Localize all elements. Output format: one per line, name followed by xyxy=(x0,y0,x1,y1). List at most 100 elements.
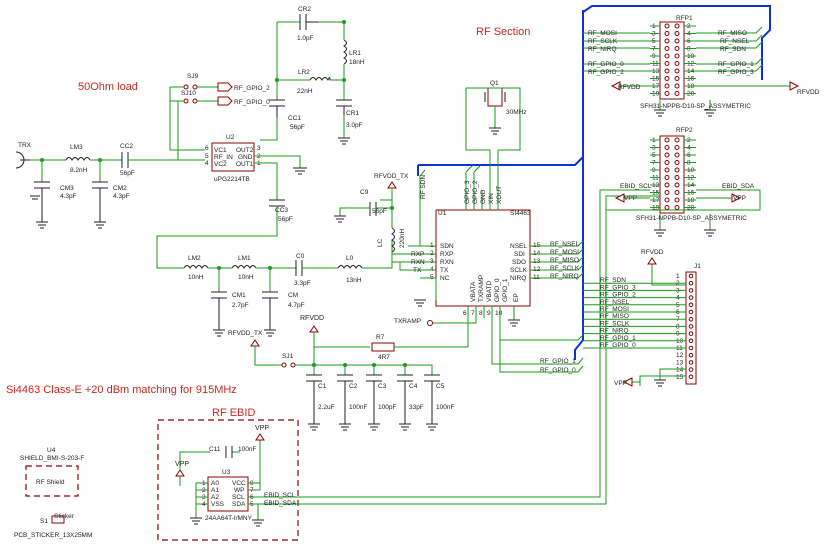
header-pin xyxy=(664,61,670,66)
supply-decoupling: RFVDD R7 4R7 RFVDD_TX SJ1 C1 2.2uF C2 10… xyxy=(228,315,468,431)
svg-text:OUT1: OUT1 xyxy=(236,161,254,168)
header-pin xyxy=(664,46,670,51)
svg-text:RF_GPIO_2: RF_GPIO_2 xyxy=(588,69,624,76)
svg-text:RFVDD: RFVDD xyxy=(618,84,641,91)
svg-text:RF_NIRQ: RF_NIRQ xyxy=(550,273,579,280)
svg-text:1.0pF: 1.0pF xyxy=(297,35,314,42)
svg-text:RF_NSEL: RF_NSEL xyxy=(550,241,580,248)
net-label: RF_GPIO_0 xyxy=(600,342,636,349)
header-pin xyxy=(674,23,680,29)
svg-text:uPG2214TB: uPG2214TB xyxy=(214,176,250,183)
svg-text:33pF: 33pF xyxy=(409,404,424,411)
svg-text:SI4463: SI4463 xyxy=(510,210,531,217)
connector-pin xyxy=(688,288,694,293)
connector-pin xyxy=(688,338,694,344)
svg-text:4R7: 4R7 xyxy=(378,354,390,361)
svg-text:RFP2: RFP2 xyxy=(676,127,693,134)
svg-text:100nF: 100nF xyxy=(349,404,367,411)
svg-text:RF_SDN: RF_SDN xyxy=(720,46,746,53)
svg-text:CC3: CC3 xyxy=(275,207,288,214)
svg-text:U3: U3 xyxy=(222,469,231,476)
connector-pin xyxy=(688,316,694,322)
svg-text:RF_MISO: RF_MISO xyxy=(550,257,579,264)
svg-text:Sticker: Sticker xyxy=(54,513,75,520)
svg-text:SCLK: SCLK xyxy=(510,267,528,274)
svg-text:EBID_SDA: EBID_SDA xyxy=(264,500,297,507)
svg-text:4.7pF: 4.7pF xyxy=(288,302,305,309)
header-pin xyxy=(674,197,680,203)
solder-jumpers-top: SJ9 SJ10 RF_GPIO_2 RF_GPIO_0 xyxy=(169,73,270,161)
svg-text:RF_SCLK: RF_SCLK xyxy=(588,38,618,45)
svg-text:C3: C3 xyxy=(378,383,387,390)
connector-pin xyxy=(688,280,694,286)
header-pin xyxy=(674,145,680,150)
svg-text:56pF: 56pF xyxy=(290,124,305,131)
svg-text:TXRAMP: TXRAMP xyxy=(394,318,421,325)
svg-text:RF_GPIO_0: RF_GPIO_0 xyxy=(540,367,576,374)
svg-text:C2: C2 xyxy=(349,383,358,390)
pin-number: 12 xyxy=(676,352,684,359)
connector-pin xyxy=(688,367,694,372)
net-label: RF_GPIO_1 xyxy=(600,335,636,342)
connector-pin xyxy=(688,302,694,308)
header-pin xyxy=(664,91,670,96)
svg-text:LR2: LR2 xyxy=(298,69,310,76)
svg-text:C9: C9 xyxy=(360,189,369,196)
svg-text:SHIELD_BMI-S-203-F: SHIELD_BMI-S-203-F xyxy=(20,455,84,462)
connector-pin xyxy=(688,331,694,336)
svg-text:3.0pF: 3.0pF xyxy=(346,122,363,129)
svg-text:RFVDD: RFVDD xyxy=(641,249,664,256)
svg-text:SJ10: SJ10 xyxy=(181,90,196,97)
svg-text:22nH: 22nH xyxy=(297,88,313,95)
svg-text:PCB_STICKER_13X25MM: PCB_STICKER_13X25MM xyxy=(14,532,92,539)
svg-text:CC2: CC2 xyxy=(120,143,133,150)
svg-text:RF_GPIO_0: RF_GPIO_0 xyxy=(234,99,270,106)
svg-text:SCL: SCL xyxy=(232,494,245,501)
header-pin xyxy=(664,31,670,36)
svg-text:24AA64T-I/MNY: 24AA64T-I/MNY xyxy=(205,515,253,522)
svg-text:VBATD: VBATD xyxy=(486,281,493,302)
top-matching-network: CR2 1.0pF LR1 18nH LR2 22nH CR1 3.0pF CC… xyxy=(260,6,365,145)
header-pin xyxy=(674,61,680,66)
svg-text:SFH31-NPPB-D10-SP_ASSYMETRIC: SFH31-NPPB-D10-SP_ASSYMETRIC xyxy=(640,103,751,110)
svg-text:13nH: 13nH xyxy=(346,277,362,284)
svg-text:RF_SCLK: RF_SCLK xyxy=(550,265,580,272)
svg-text:5: 5 xyxy=(205,153,209,160)
u2-rf-switch: U2 uPG2214TB VC1 RF_IN VC2 OUT2 GND OUT1… xyxy=(205,134,307,200)
header-pin xyxy=(664,197,670,203)
svg-text:10: 10 xyxy=(495,310,503,317)
header-pin xyxy=(664,190,670,195)
header-pin xyxy=(664,152,670,158)
svg-text:C1: C1 xyxy=(318,383,327,390)
header-pin xyxy=(674,160,680,165)
svg-text:TXRAMP: TXRAMP xyxy=(478,275,485,302)
header-pin xyxy=(674,68,680,74)
svg-text:VPP: VPP xyxy=(624,195,637,202)
connector-pin xyxy=(688,273,694,279)
svg-text:TRX: TRX xyxy=(18,142,32,149)
svg-text:CC1: CC1 xyxy=(288,115,301,122)
svg-text:EBID_SCL: EBID_SCL xyxy=(264,492,296,499)
svg-text:VPP: VPP xyxy=(614,380,627,387)
svg-text:100nF: 100nF xyxy=(238,446,256,453)
connector-pin xyxy=(688,295,694,300)
svg-text:SFH31-NPPB-D10-SP_ASSYMETRIC: SFH31-NPPB-D10-SP_ASSYMETRIC xyxy=(636,215,747,222)
title-matching: Si4463 Class-E +20 dBm matching for 915M… xyxy=(6,384,237,396)
antenna-filter: TRX LM3 8.2nH CC2 56pF CM3 4.3pF CM2 4.3… xyxy=(15,142,205,229)
header-pin xyxy=(664,53,670,59)
header-pin xyxy=(664,167,670,173)
svg-text:56pF: 56pF xyxy=(120,170,135,177)
header-pin xyxy=(674,137,680,143)
svg-text:SDI: SDI xyxy=(514,251,525,258)
svg-text:VPP: VPP xyxy=(175,461,189,468)
svg-text:RXN: RXN xyxy=(411,259,425,266)
svg-text:6: 6 xyxy=(463,310,467,317)
header-pin xyxy=(674,83,680,89)
tx-supply: RFVDD_TX C9 56pF LC 220nH xyxy=(334,173,409,253)
svg-text:SJ1: SJ1 xyxy=(282,353,294,360)
connector-pin xyxy=(688,324,694,329)
svg-text:C4: C4 xyxy=(409,383,418,390)
header-pin xyxy=(664,145,670,150)
svg-text:RXP: RXP xyxy=(440,251,453,258)
